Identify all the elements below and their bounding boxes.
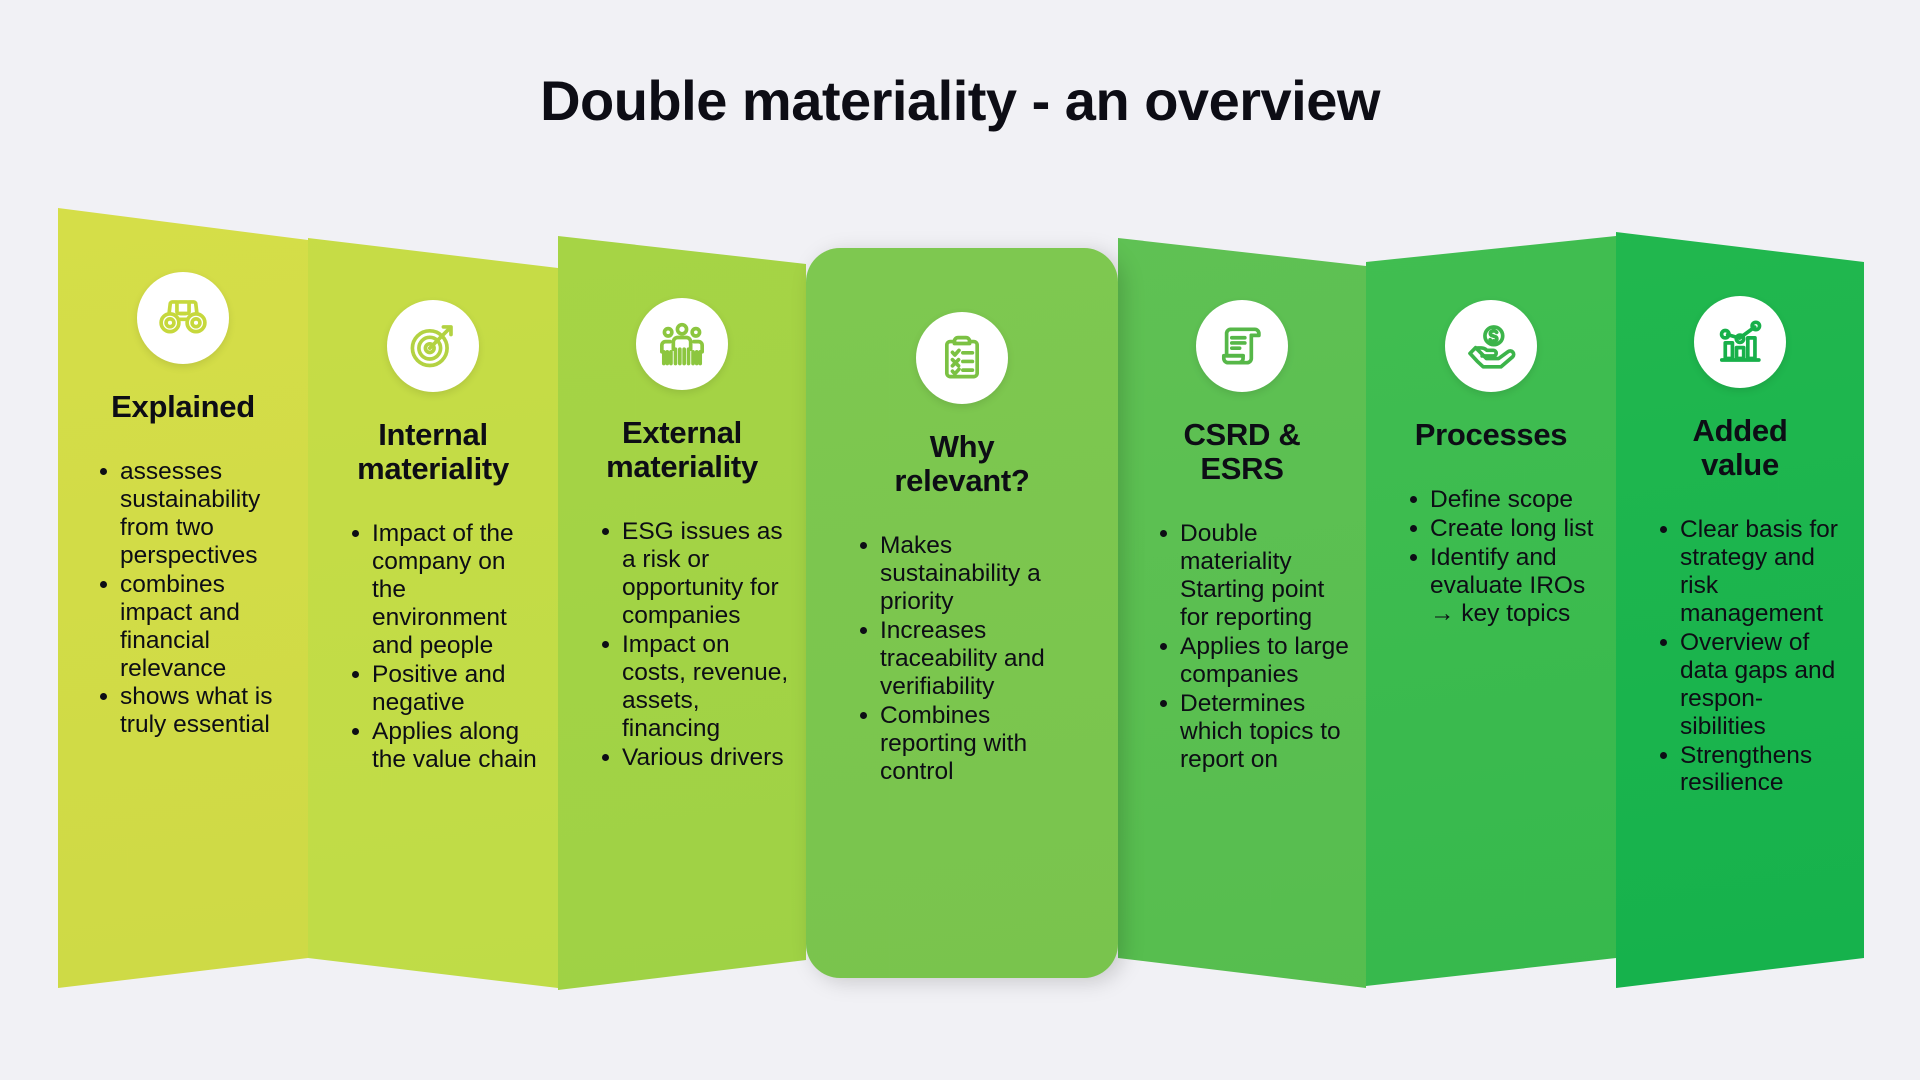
bullet-item: Define scope [1408,486,1600,514]
panel-content: Why relevant? Makes sustainability a prio… [806,312,1118,786]
panel-bullet-list: Impact of the company on the environment… [324,520,542,774]
bullet-item: Strengthens resilience [1658,742,1848,798]
bullet-item: assesses sustainability from two perspec… [98,458,294,570]
bullet-item: shows what is truly essential [98,683,294,739]
bullet-item: Applies to large companies [1158,633,1352,689]
panel-title: Why relevant? [894,429,1030,499]
bullet-item: Determines which topics to report on [1158,690,1352,774]
bullet-item: Impact of the company on the environment… [350,520,542,660]
panel-bullet-list: Clear basis for strategy and risk manage… [1632,516,1848,798]
panel-title: External materiality [606,415,758,485]
bullet-item: Create long list [1408,515,1600,543]
panel-content: CSRD & ESRS Double materiality Starting p… [1118,300,1366,774]
bullet-item: Overview of data gaps and respon-sibilit… [1658,629,1848,741]
bullet-item: Clear basis for strategy and risk manage… [1658,516,1848,628]
bar-chart-trend-icon [1694,296,1786,388]
bullet-item: Identify and evaluate IROs → key topics [1408,544,1600,628]
panel-title: Internal materiality [357,417,509,487]
panel-title: Processes [1414,417,1568,452]
people-group-icon [636,298,728,390]
panel-csrd-esrs[interactable]: CSRD & ESRS Double materiality Starting p… [1118,0,1366,1080]
page-title: Double materiality - an overview [540,69,1380,132]
bullet-item: combines impact and financial relevance [98,571,294,683]
panel-title: CSRD & ESRS [1183,417,1301,487]
panel-title: Explained [111,389,255,424]
scroll-document-icon [1196,300,1288,392]
bullet-item: Increases traceability and verifiability [858,617,1092,701]
panel-bullet-list: ESG issues as a risk or opportunity for … [574,518,790,772]
bullet-item: Applies along the value chain [350,718,542,774]
panel-explained[interactable]: Explained assesses sustainability from tw… [58,0,308,1080]
hand-coin-icon [1445,300,1537,392]
panel-content: Explained assesses sustainability from tw… [58,272,308,740]
panel-bullet-list: Double materiality Starting point for re… [1132,520,1352,774]
bullet-item: Positive and negative [350,661,542,717]
bullet-item: Various drivers [600,744,790,772]
bullet-item: Makes sustainability a priority [858,532,1092,616]
bullet-item: Combines reporting with control [858,702,1092,786]
panel-why-relevant[interactable]: Why relevant? Makes sustainability a prio… [806,0,1118,1080]
target-icon [387,300,479,392]
binoculars-icon [137,272,229,364]
clipboard-check-icon [916,312,1008,404]
bullet-item: ESG issues as a risk or opportunity for … [600,518,790,630]
bullet-item: Impact on costs, revenue, assets, financ… [600,631,790,743]
panel-bullet-list: assesses sustainability from two perspec… [72,458,294,740]
bullet-item: Double materiality Starting point for re… [1158,520,1352,632]
panel-title: Added value [1692,413,1788,483]
